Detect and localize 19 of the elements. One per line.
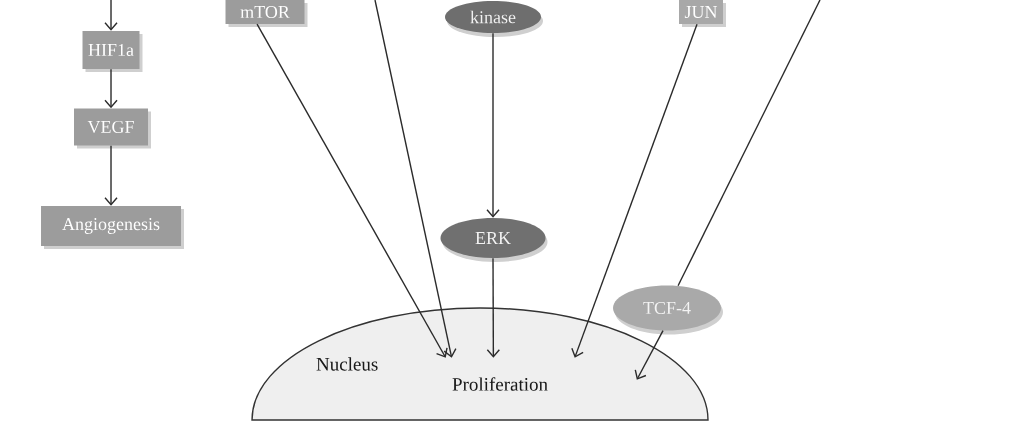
arrow — [104, 145, 118, 206]
arrow — [256, 23, 448, 358]
process-box: VEGF — [74, 108, 151, 149]
arrow — [374, 0, 457, 358]
connector-line — [677, 0, 821, 287]
oval-node: TCF-4 — [613, 285, 723, 335]
arrow — [104, 0, 118, 31]
arrow — [104, 68, 118, 109]
process-label: Proliferation — [452, 377, 548, 391]
oval-node: ERK — [440, 218, 548, 262]
arrow — [486, 257, 501, 358]
process-box: mTOR — [225, 0, 308, 27]
arrow — [634, 329, 664, 380]
arrow — [486, 32, 500, 218]
arrow — [571, 23, 698, 358]
oval-node: kinase — [445, 1, 543, 37]
process-box: JUN — [679, 0, 726, 27]
process-box: Angiogenesis — [41, 206, 184, 249]
process-box: HIF1a — [82, 31, 143, 72]
